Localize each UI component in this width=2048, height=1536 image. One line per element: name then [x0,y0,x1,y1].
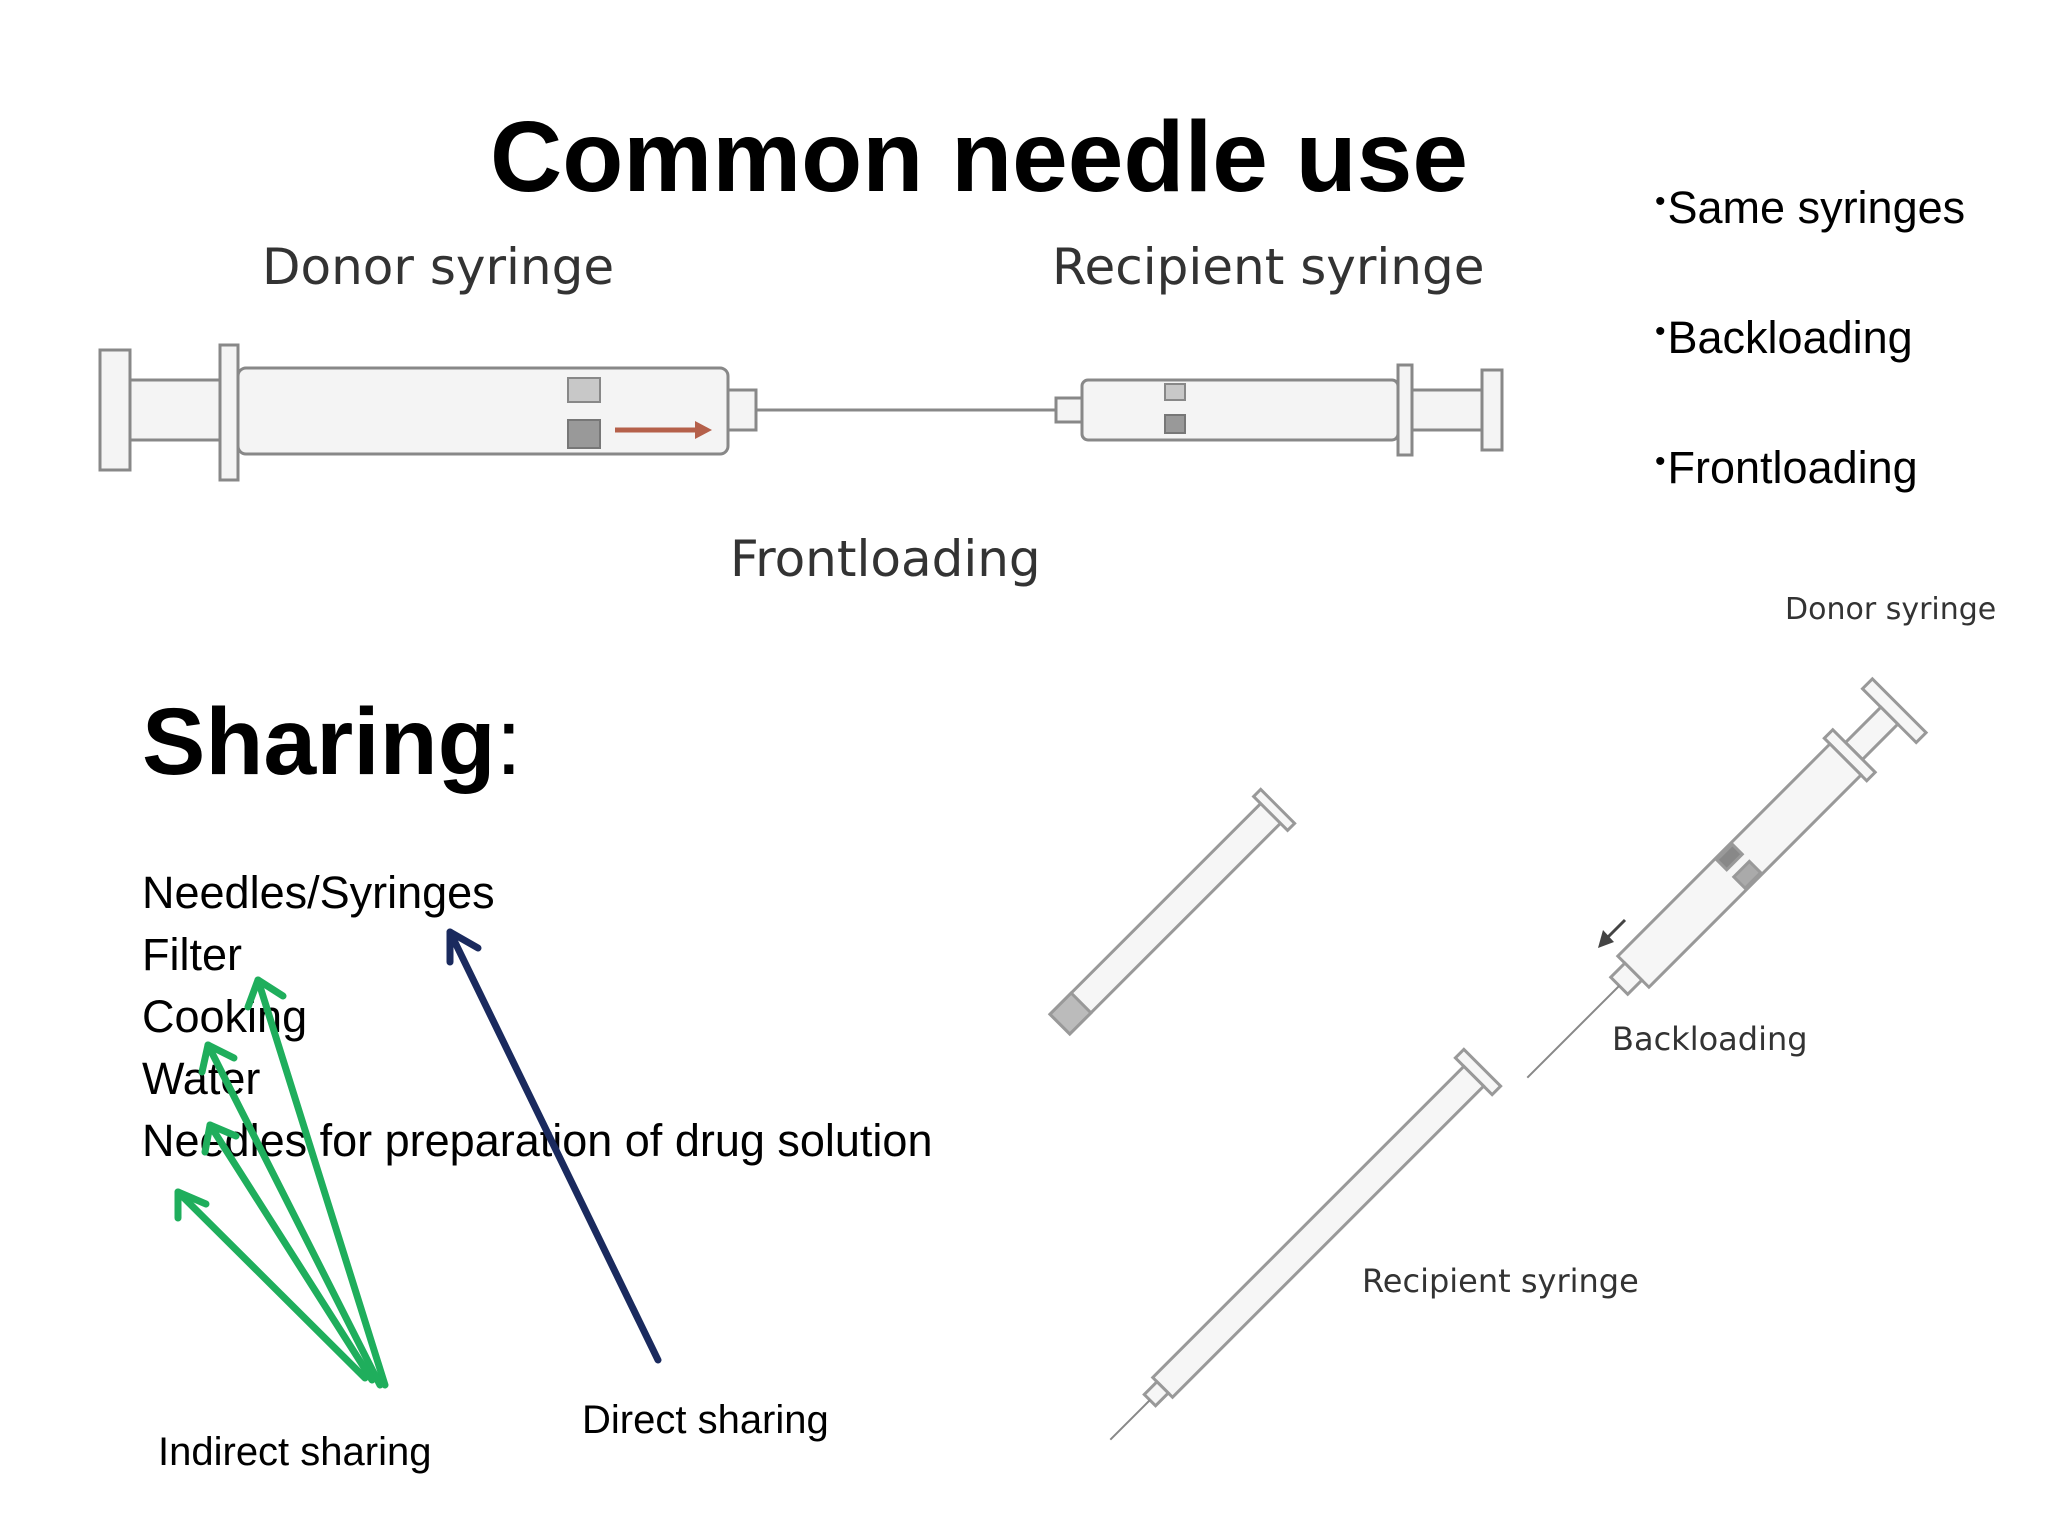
recipient-barrel-flange [1396,363,1414,457]
donor-hub [726,388,758,432]
right-recipient-label: Recipient syringe [1362,1262,1639,1300]
list-item: Water [142,1053,261,1104]
donor-barrel-flange [218,343,240,482]
top-recipient-label: Recipient syringe [1052,238,1485,296]
list-item: Filter [142,929,242,980]
donor-needle [1526,985,1620,1079]
donor-hub [1608,961,1644,997]
recipient-needle [1109,1399,1151,1441]
bullet-list: •Same syringes •Backloading •Frontloadin… [1655,140,1965,530]
recipient-flange [1453,1047,1503,1097]
direct-sharing-label: Direct sharing [582,1398,829,1442]
donor-plunger-rod [1843,705,1900,762]
list-item: Needles for preparation of drug solution [142,1115,933,1166]
recipient-hub [1142,1379,1171,1408]
list-item: Cooking [142,991,308,1042]
list-item: Needles/Syringes [142,867,495,918]
indirect-arrow-needles [174,1188,369,1382]
detached-barrel-flange [1251,787,1297,833]
detached-barrel [1047,799,1285,1037]
recipient-liquid [1164,414,1186,434]
recipient-plunger-rod [1410,388,1484,432]
backloading-arrow-head-icon [1598,930,1614,948]
bullet-dot-icon: • [1655,185,1666,218]
recipient-plunger-flange [1480,368,1504,452]
donor-plunger-seal [567,377,601,403]
right-donor-label: Donor syringe [1785,592,1997,627]
top-frontloading-caption: Frontloading [730,530,1041,588]
indirect-sharing-label: Indirect sharing [158,1430,432,1474]
donor-plunger-flange [98,348,132,472]
recipient-barrel [1150,1064,1486,1400]
donor-barrel [236,366,730,456]
bullet-dot-icon: • [1655,445,1666,478]
bullet-item: •Backloading [1655,312,1913,363]
donor-plunger-top [1860,676,1929,745]
bullet-item: •Frontloading [1655,442,1918,493]
detached-barrel-tip [1047,990,1094,1037]
donor-barrel [1615,741,1864,990]
top-donor-label: Donor syringe [262,238,615,296]
recipient-barrel [1080,378,1400,442]
sharing-list: Needles/Syringes Filter Cooking Water Ne… [142,862,933,1172]
backloading-arrow [1603,918,1627,942]
bullet-item: •Same syringes [1655,182,1966,233]
donor-plunger-rod [128,378,222,442]
sharing-heading: Sharing: [142,689,523,795]
donor-seal [1731,859,1763,891]
donor-liquid [1714,842,1745,872]
recipient-hub [1054,396,1084,424]
plunger-arrow-head-icon [695,421,712,439]
page-title: Common needle use [490,101,1468,213]
recipient-seal [1164,383,1186,401]
donor-liquid-block [567,419,601,449]
bullet-dot-icon: • [1655,315,1666,348]
right-backloading-caption: Backloading [1612,1020,1808,1058]
donor-flange [1822,727,1878,783]
indirect-arrow-head-icon [174,1188,210,1222]
